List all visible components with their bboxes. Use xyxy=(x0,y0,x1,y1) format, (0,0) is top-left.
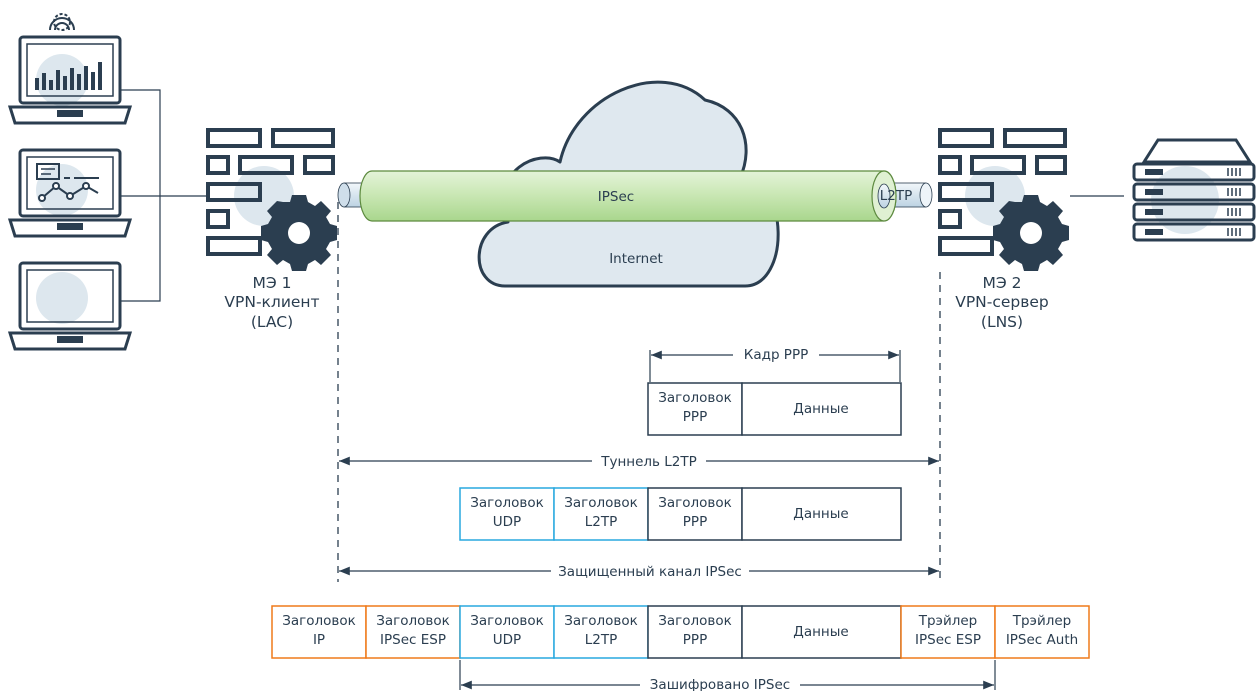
r3-esp-header-l1: Заголовок xyxy=(376,613,450,629)
r2-l2tp-header-l2: L2TP xyxy=(585,514,618,530)
r3-esp-trailer-l1: Трэйлер xyxy=(918,613,978,629)
laptop-analytics-icon xyxy=(7,148,133,238)
r2-data: Данные xyxy=(793,506,848,522)
tunnel-inner-label: L2TP xyxy=(880,188,913,204)
r3-ppp-header-l1: Заголовок xyxy=(658,613,732,629)
r1-ppp-header-l1: Заголовок xyxy=(658,390,732,406)
fw1-mode: (LAC) xyxy=(251,313,293,331)
r3-data: Данные xyxy=(793,624,848,640)
dim-ppp-frame-text: Кадр PPP xyxy=(744,347,808,363)
r1-data: Данные xyxy=(793,401,848,417)
server-rack-icon xyxy=(1132,138,1256,242)
r3-esp-header-l2: IPSec ESP xyxy=(380,632,446,648)
dim-encrypted-text: Зашифровано IPSec xyxy=(650,677,790,691)
vpn-tunnel-tube xyxy=(337,170,933,222)
dim-ipsec-channel: Защищенный канал IPSec xyxy=(339,562,939,580)
packet-row-3: Заголовок IP Заголовок IPSec ESP Заголов… xyxy=(271,605,1090,659)
r2-udp-header-l2: UDP xyxy=(493,514,521,530)
r3-ip-header-l1: Заголовок xyxy=(282,613,356,629)
dim-l2tp-tunnel-text: Туннель L2TP xyxy=(600,454,697,470)
r3-udp-header-l2: UDP xyxy=(493,632,521,648)
fw1-label: МЭ 1 VPN-клиент (LAC) xyxy=(224,274,319,331)
r3-ppp-header-l2: PPP xyxy=(683,632,707,648)
dim-ppp-frame: Кадр PPP xyxy=(649,345,901,382)
packet-row-1: Заголовок PPP Данные xyxy=(647,382,902,436)
firewall-2-icon xyxy=(938,128,1069,271)
r3-l2tp-header-l1: Заголовок xyxy=(564,613,638,629)
cloud-label: Internet xyxy=(609,251,663,267)
laptop-monitoring-icon xyxy=(7,13,133,125)
dim-encrypted: Зашифровано IPSec xyxy=(459,660,996,691)
r3-l2tp-header-l2: L2TP xyxy=(585,632,618,648)
fw2-mode: (LNS) xyxy=(981,313,1023,331)
r2-ppp-header-l1: Заголовок xyxy=(658,495,732,511)
fw2-label: МЭ 2 VPN-сервер (LNS) xyxy=(955,274,1049,331)
fw1-role: VPN-клиент xyxy=(224,293,319,311)
r3-auth-trailer-l1: Трэйлер xyxy=(1012,613,1072,629)
dashed-guides xyxy=(337,202,941,582)
r3-udp-header-l1: Заголовок xyxy=(470,613,544,629)
firewall-1-icon xyxy=(206,128,337,271)
fw2-name: МЭ 2 xyxy=(983,274,1022,292)
laptop-blank-icon xyxy=(7,261,133,351)
r3-auth-trailer-l2: IPSec Auth xyxy=(1006,632,1078,648)
r1-ppp-header-l2: PPP xyxy=(683,409,707,425)
r2-udp-header-l1: Заголовок xyxy=(470,495,544,511)
fw1-name: МЭ 1 xyxy=(253,274,292,292)
dim-l2tp-tunnel: Туннель L2TP xyxy=(339,452,939,470)
r3-ip-header-l2: IP xyxy=(313,632,325,648)
fw2-role: VPN-сервер xyxy=(955,293,1049,311)
dim-ipsec-channel-text: Защищенный канал IPSec xyxy=(558,564,742,580)
laptops-connector xyxy=(120,89,206,302)
r2-l2tp-header-l1: Заголовок xyxy=(564,495,638,511)
packet-row-2: Заголовок UDP Заголовок L2TP Заголовок P… xyxy=(459,487,902,541)
tunnel-outer-label: IPSec xyxy=(598,189,634,205)
r2-ppp-header-l2: PPP xyxy=(683,514,707,530)
r3-esp-trailer-l2: IPSec ESP xyxy=(915,632,981,648)
